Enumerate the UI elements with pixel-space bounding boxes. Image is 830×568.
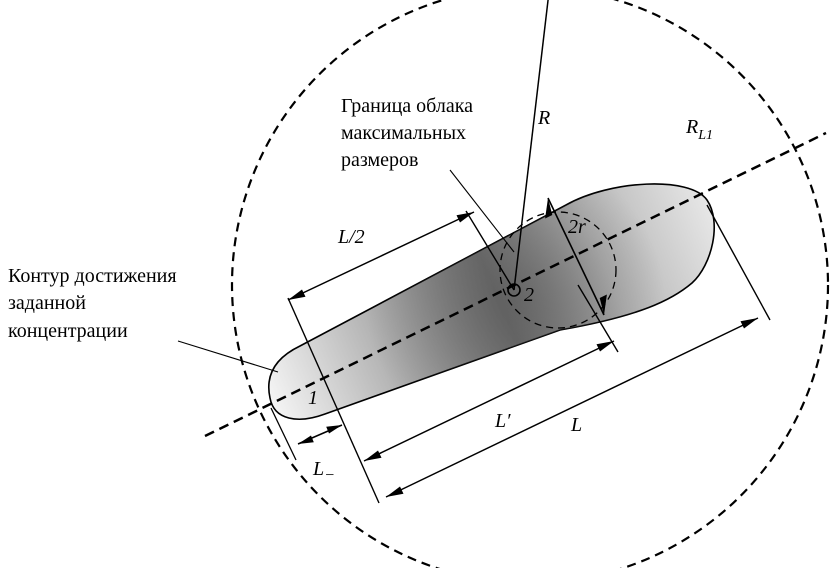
ext-line-end <box>706 204 771 321</box>
contour-label-line3: концентрации <box>8 320 128 342</box>
label-point-2: 2 <box>524 284 534 306</box>
label-L-prime: L′ <box>494 410 511 432</box>
two-r-arrowhead-bottom <box>599 294 607 315</box>
label-R: R <box>537 107 550 129</box>
ext-line-lprime-end <box>577 284 619 353</box>
radius-r-dashed-circle <box>499 211 617 329</box>
label-point-1: 1 <box>308 387 318 409</box>
ext-line-center <box>465 210 515 291</box>
label-R-L1: RL1 <box>685 116 713 143</box>
label-L-minus-sub: − <box>324 467 335 484</box>
label-half-L: L/2 <box>337 226 365 248</box>
L-prime-arrowhead-right <box>596 341 614 352</box>
cloud-boundary-label-line3: размеров <box>341 149 418 171</box>
half-L-arrowhead-right <box>456 212 474 223</box>
label-L-minus: L− <box>312 458 335 484</box>
cloud-boundary-label-line1: Граница облака <box>341 95 473 117</box>
point-2-marker <box>507 283 521 297</box>
cloud-boundary-leader <box>449 169 515 253</box>
cloud-shading <box>268 183 715 420</box>
label-R-L1-main: R <box>685 116 698 138</box>
label-two-r: 2r <box>568 216 586 238</box>
L-dimension <box>385 317 759 498</box>
ext-line-start <box>287 297 380 504</box>
L-arrowhead-right <box>740 318 758 329</box>
L-minus-arrowhead-left <box>298 435 314 444</box>
L-prime-dimension <box>363 340 615 462</box>
outer-dashed-circle <box>230 0 830 568</box>
label-L: L <box>570 414 582 436</box>
label-R-L1-sub: L1 <box>697 128 713 143</box>
contour-label-line1: Контур достижения <box>8 265 177 287</box>
half-L-dimension <box>287 211 475 301</box>
contour-label-line2: заданной <box>8 292 86 314</box>
L-minus-arrowhead-right <box>326 425 342 434</box>
L-minus-ext <box>270 407 297 461</box>
contour-leader <box>177 340 279 373</box>
L-arrowhead-left <box>386 486 404 497</box>
cloud-boundary-label-line2: максимальных <box>341 122 466 144</box>
label-L-minus-main: L <box>312 458 324 480</box>
two-r-dimension <box>547 197 605 316</box>
radius-R-line <box>513 0 549 291</box>
two-r-arrowhead-top <box>545 198 553 219</box>
half-L-arrowhead-left <box>288 289 306 300</box>
L-prime-arrowhead-left <box>364 450 382 461</box>
